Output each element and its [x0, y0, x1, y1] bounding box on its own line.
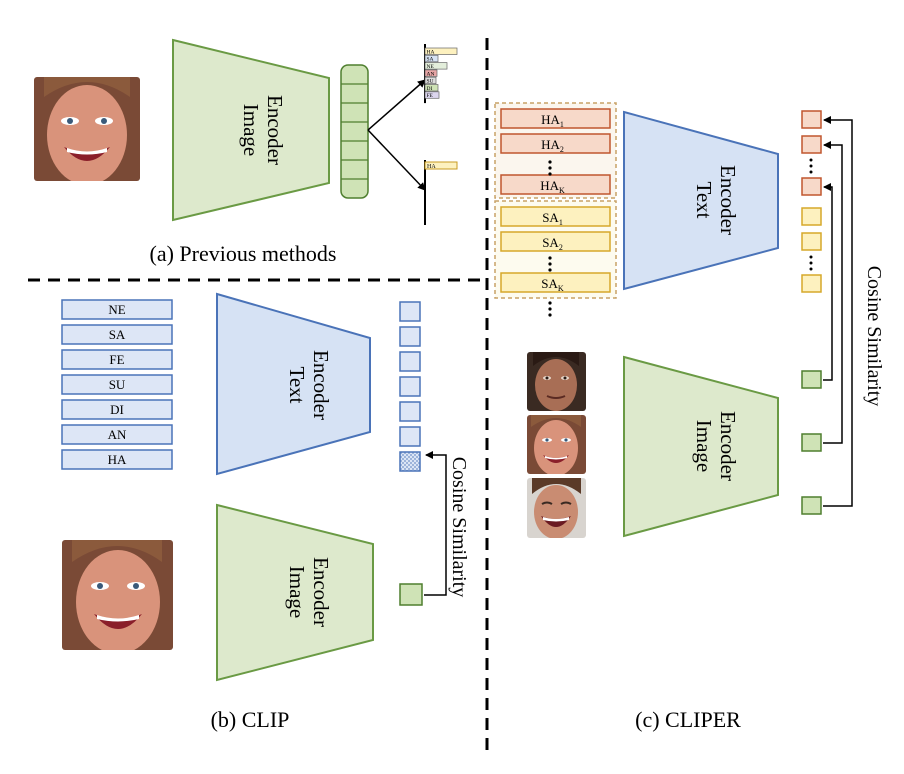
clip-label-ha: HA — [108, 452, 127, 467]
clip-label-fe: FE — [109, 352, 124, 367]
clip-text-features — [399, 301, 421, 472]
panel-clip: NE SA FE SU DI AN HA Text Encoder Image Encode… — [61, 292, 470, 732]
image-encoder-b-label-2: Encoder — [309, 557, 333, 627]
image-encoder-c-label-2: Encoder — [716, 411, 740, 481]
clip-label-box-an — [61, 424, 173, 445]
cliper-sa-2-box — [500, 231, 611, 252]
clip-image-feature — [399, 583, 423, 606]
clip-label-su: SU — [109, 377, 126, 392]
bar-an-label: AN — [427, 71, 435, 77]
cliper-text-features — [801, 110, 822, 293]
face-photo-c2 — [527, 415, 586, 474]
cliper-sa-k-box — [500, 272, 611, 293]
text-encoder-c-label-1: Text — [692, 181, 716, 218]
cliper-similarity-connectors — [823, 116, 853, 507]
cliper-sa-1-box — [500, 206, 611, 227]
face-photo-b — [62, 540, 173, 650]
text-encoder-b-label-1: Text — [285, 366, 309, 403]
clip-text-feature-ha — [399, 451, 421, 472]
clip-label-box-su — [61, 374, 173, 395]
clip-similarity-connector — [424, 451, 447, 596]
clip-label-box-ne — [61, 299, 173, 320]
caption-c: (c) CLIPER — [635, 707, 741, 732]
text-encoder-c-label-2: Encoder — [716, 165, 740, 235]
cliper-sa-1-label: SA1 — [542, 210, 563, 227]
bar-fe-label: FE — [427, 93, 434, 99]
image-encoder-a — [172, 38, 330, 222]
clip-label-list: NE SA FE SU DI AN HA — [61, 299, 173, 470]
sa-feature-1 — [801, 207, 822, 226]
image-encoder-b — [216, 503, 374, 682]
bar-su-label: SU — [427, 79, 434, 85]
clip-label-box-di — [61, 399, 173, 420]
cliper-similarity-label: Cosine Similarity — [863, 266, 885, 407]
clip-label-di: DI — [110, 402, 124, 417]
bar-an — [424, 69, 438, 77]
bar-ne-label: NE — [427, 64, 435, 70]
face-photo-c3 — [527, 478, 586, 538]
ha-feature-2 — [801, 135, 822, 154]
clip-similarity-label: Cosine Similarity — [448, 457, 470, 598]
cliper-ha-2-box — [500, 133, 611, 154]
clip-label-an: AN — [108, 427, 127, 442]
image-encoder-c-label-1: Image — [692, 420, 716, 472]
ha-feature-k — [801, 177, 822, 196]
bar-su — [424, 76, 437, 85]
bar-ha — [424, 47, 458, 55]
cliper-image-feature-1 — [801, 370, 822, 389]
clip-label-box-ha — [61, 449, 173, 470]
image-encoder-a-label-2: Encoder — [263, 95, 287, 165]
single-bar-ha — [424, 161, 458, 170]
cliper-ha-k-box — [500, 174, 611, 195]
clip-label-ne: NE — [108, 302, 125, 317]
clip-text-feature-su — [399, 376, 421, 397]
arrow-to-multi-bars — [367, 79, 426, 131]
clip-text-feature-sa — [399, 326, 421, 347]
bar-sa — [424, 54, 439, 63]
arrow-to-single-bar — [367, 129, 426, 191]
clip-text-feature-fe — [399, 351, 421, 372]
bar-fe — [424, 91, 440, 99]
image-encoder-c — [623, 355, 779, 538]
clip-text-feature-ne — [399, 301, 421, 322]
text-encoder-b — [216, 292, 371, 476]
text-encoder-b-label-2: Encoder — [309, 350, 333, 420]
caption-a: (a) Previous methods — [150, 241, 337, 266]
clip-text-feature-an — [399, 426, 421, 447]
cliper-sa-2-label: SA2 — [542, 235, 563, 252]
cliper-ha-1-label: HA1 — [541, 112, 564, 129]
face-photo-a — [34, 77, 140, 181]
cliper-ha-k-label: HAK — [540, 178, 565, 195]
caption-b: (b) CLIP — [211, 707, 290, 732]
clip-text-feature-di — [399, 401, 421, 422]
single-bar-ha-label: HA — [427, 164, 436, 170]
ha-feature-1 — [801, 110, 822, 129]
prob-bars-single: HA — [424, 160, 458, 225]
cliper-image-feature-2 — [801, 433, 822, 452]
image-encoder-a-label-1: Image — [239, 104, 263, 156]
bar-di-label: DI — [427, 86, 433, 92]
sa-feature-2 — [801, 232, 822, 251]
cliper-ha-2-label: HA2 — [541, 137, 564, 154]
face-photo-c1 — [527, 352, 586, 411]
image-encoder-b-label-1: Image — [285, 566, 309, 618]
cliper-image-feature-3 — [801, 496, 822, 515]
bar-ha-label: HA — [427, 49, 435, 55]
clip-label-box-sa — [61, 324, 173, 345]
bar-sa-label: SA — [427, 57, 434, 63]
bar-di — [424, 84, 439, 92]
bar-ne — [424, 62, 448, 70]
clip-label-box-fe — [61, 349, 173, 370]
clip-label-sa: SA — [109, 327, 126, 342]
cliper-ha-1-box — [500, 108, 611, 129]
sa-feature-k — [801, 274, 822, 293]
feature-vector-a — [340, 64, 369, 199]
ellipsis-marks — [548, 160, 552, 317]
text-encoder-c — [623, 110, 779, 291]
